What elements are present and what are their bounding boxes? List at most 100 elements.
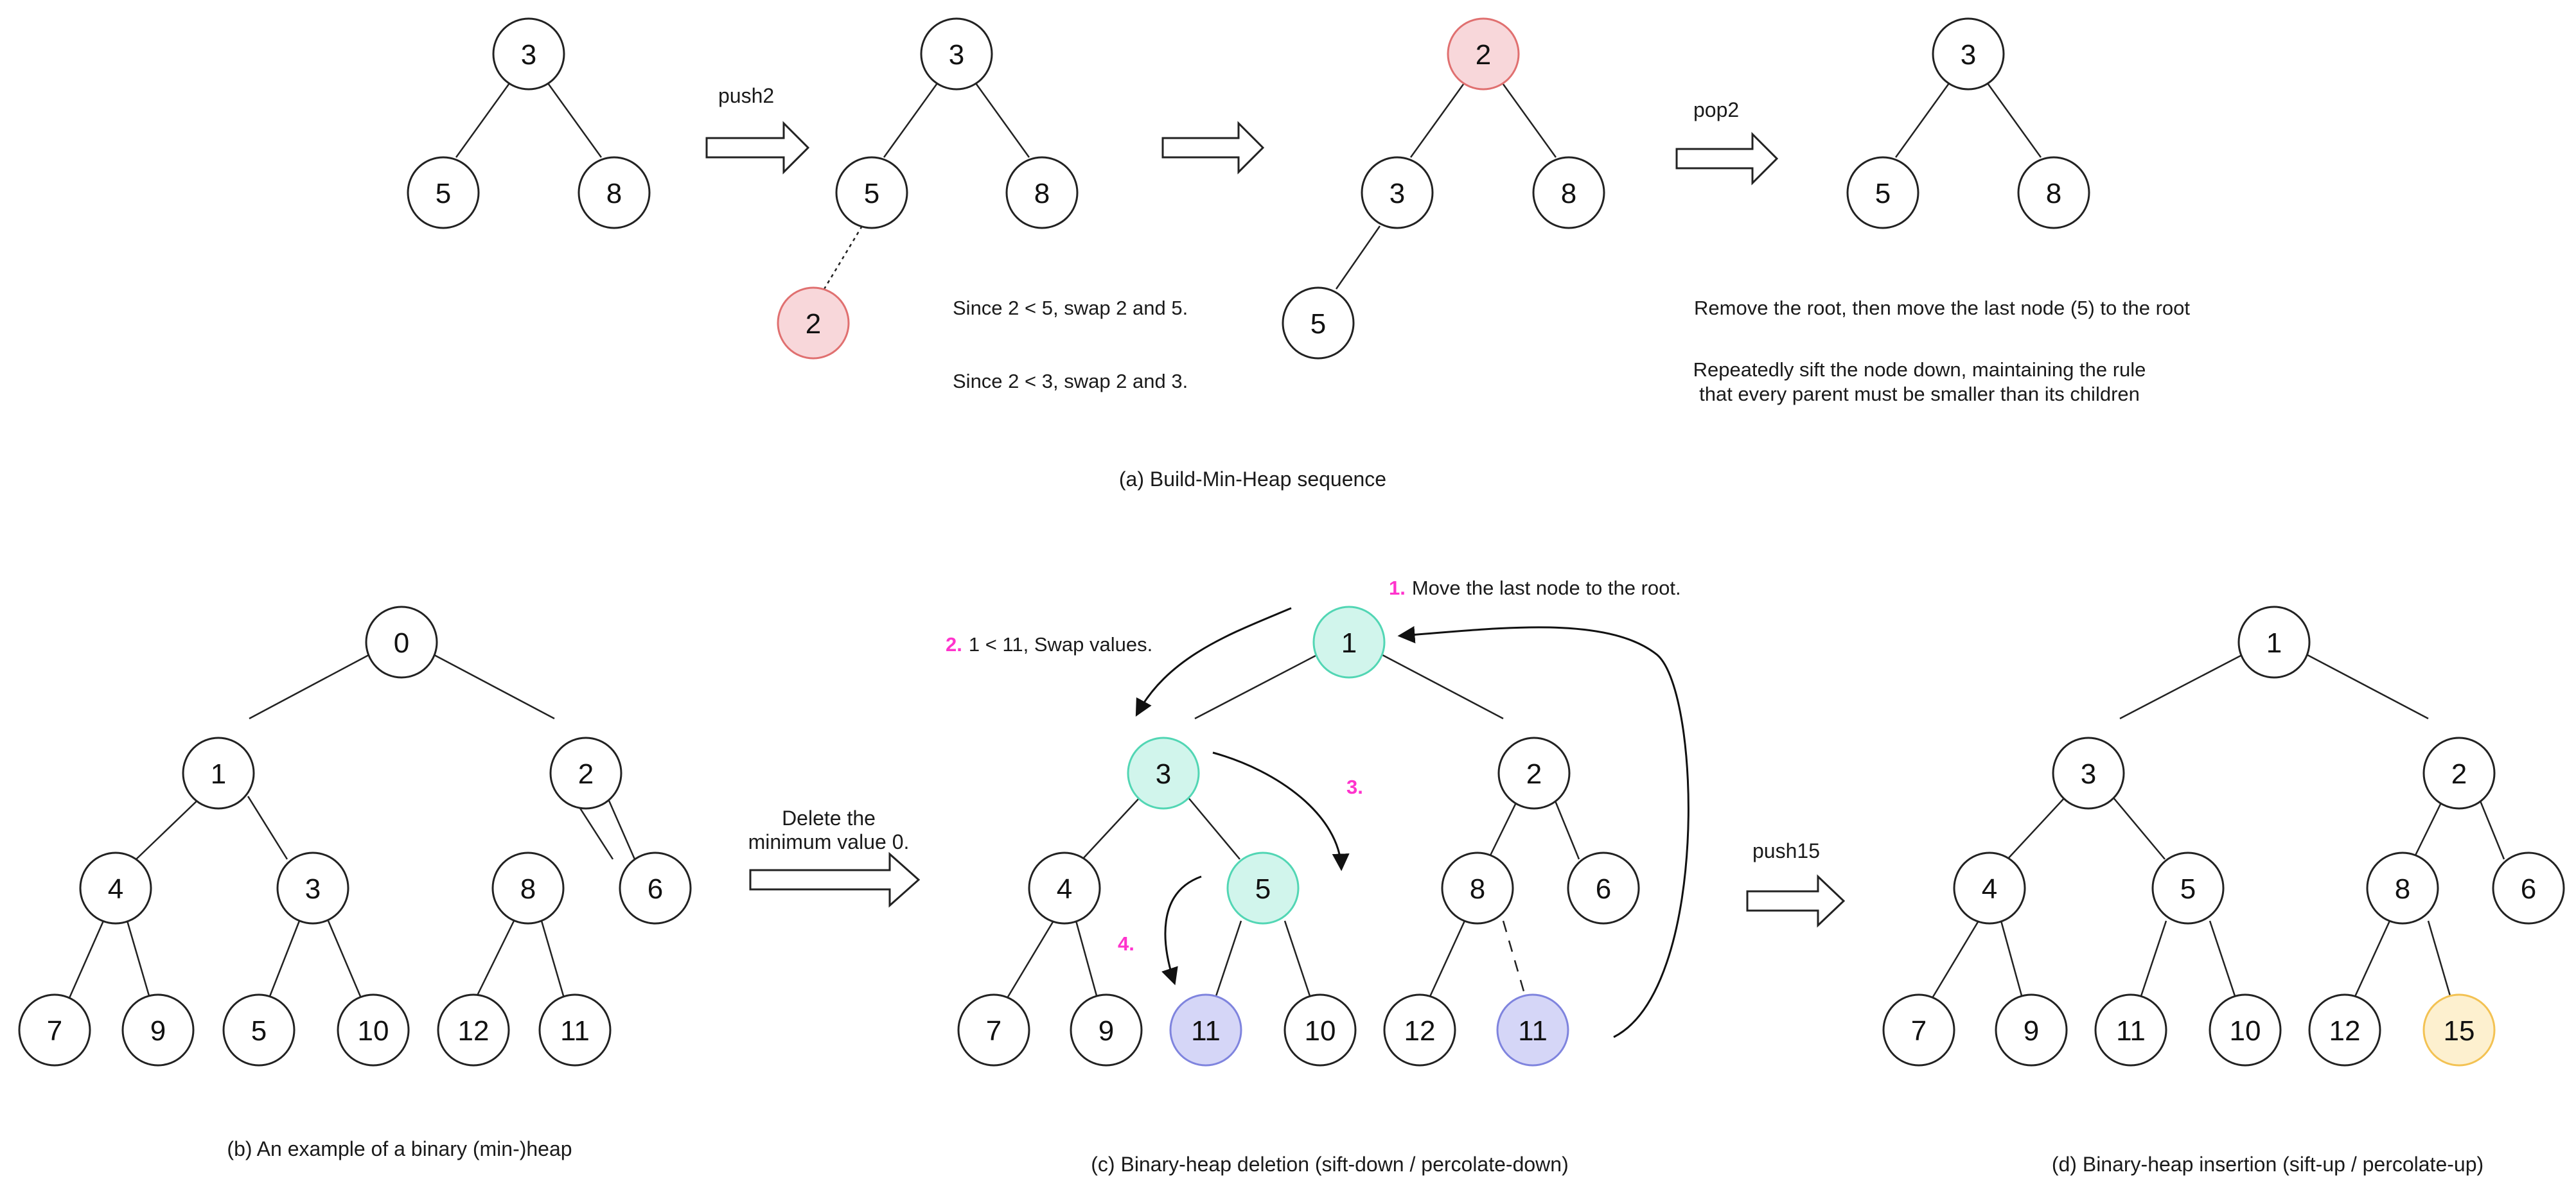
heap-node: 3 xyxy=(1361,156,1434,229)
edge xyxy=(1082,796,1142,860)
edge xyxy=(1075,920,1098,999)
node-value: 3 xyxy=(1961,39,1976,71)
push15-arrow: push15 xyxy=(1746,839,1846,928)
edge xyxy=(1497,76,1557,158)
node-value: 6 xyxy=(2521,873,2536,905)
delete-min-arrow: Delete the minimum value 0. xyxy=(748,807,921,908)
heap-node-highlight: 11 xyxy=(1496,993,1569,1067)
step-1-number: 1. xyxy=(1389,577,1406,599)
step-1-text: Move the last node to the root. xyxy=(1412,577,1681,599)
node-value: 11 xyxy=(1518,1015,1548,1047)
node-value: 15 xyxy=(2444,1015,2475,1047)
step-4-number: 4. xyxy=(1118,932,1134,955)
edge xyxy=(1187,796,1240,860)
heap-node: 8 xyxy=(2366,852,2439,925)
edge xyxy=(2427,920,2452,999)
node-value: 2 xyxy=(2451,758,2467,790)
node-value: 12 xyxy=(1404,1015,1436,1047)
panel-a-tree-1: 3 5 8 xyxy=(407,17,651,229)
heap-node: 7 xyxy=(957,993,1030,1067)
sift-up-arrow xyxy=(1161,121,1265,175)
node-value: 8 xyxy=(1034,178,1050,209)
edge xyxy=(455,76,515,158)
node-value: 10 xyxy=(2230,1015,2261,1047)
node-value: 11 xyxy=(560,1015,590,1047)
heap-node: 4 xyxy=(1028,852,1101,925)
heap-node: 9 xyxy=(1995,993,2068,1067)
step-2-number: 2. xyxy=(946,633,962,656)
heap-node: 3 xyxy=(2052,737,2125,810)
node-value: 3 xyxy=(2081,758,2096,790)
caption-b: (b) An example of a binary (min-)heap xyxy=(227,1137,572,1160)
edge xyxy=(2007,796,2067,860)
node-value: 3 xyxy=(305,873,321,905)
node-value: 9 xyxy=(2024,1015,2039,1047)
heap-node: 12 xyxy=(2308,993,2381,1067)
edge xyxy=(542,76,603,158)
node-value: 3 xyxy=(1389,178,1405,209)
edge xyxy=(1284,920,1312,999)
heap-node-highlight: 11 xyxy=(1169,993,1242,1067)
edge xyxy=(1552,796,1580,860)
edge xyxy=(327,920,362,999)
edge xyxy=(540,920,565,999)
edge xyxy=(1006,920,1055,999)
edge xyxy=(2412,796,2446,860)
heap-node: 5 xyxy=(2151,852,2225,925)
step-3-number: 3. xyxy=(1346,776,1363,798)
heap-node: 5 xyxy=(407,156,480,229)
edge xyxy=(1214,920,1242,999)
heap-node-new: 15 xyxy=(2422,993,2496,1067)
heap-node: 2 xyxy=(2422,737,2496,810)
heap-node: 1 xyxy=(2237,606,2311,679)
heap-node-new: 2 xyxy=(777,286,850,360)
heap-node: 12 xyxy=(437,993,510,1067)
heap-node: 10 xyxy=(2209,993,2282,1067)
heap-node: 3 xyxy=(1932,17,2005,91)
node-value: 2 xyxy=(1476,39,1491,71)
caption-d: (d) Binary-heap insertion (sift-up / per… xyxy=(2052,1153,2483,1176)
node-value: 2 xyxy=(1526,758,1542,790)
step-2-text: 1 < 11, Swap values. xyxy=(969,633,1152,656)
swap-note-1: Since 2 < 5, swap 2 and 5. xyxy=(953,297,1188,319)
edge xyxy=(2209,920,2237,999)
node-value: 1 xyxy=(1341,627,1357,659)
remove-note: Remove the root, then move the last node… xyxy=(1694,297,2190,319)
node-value: 5 xyxy=(1255,873,1271,905)
node-value: 5 xyxy=(864,178,879,209)
arrow-label-line-2: minimum value 0. xyxy=(748,830,910,853)
heap-node: 8 xyxy=(491,852,565,925)
heap-node: 5 xyxy=(222,993,296,1067)
arrow-label: push15 xyxy=(1752,839,1820,862)
node-value: 4 xyxy=(1982,873,1997,905)
node-value: 3 xyxy=(1156,758,1171,790)
edge xyxy=(883,76,943,158)
node-value: 8 xyxy=(2395,873,2410,905)
sift-note-line-1: Repeatedly sift the node down, maintaini… xyxy=(1693,358,2146,381)
edge xyxy=(1428,920,1466,999)
edge xyxy=(970,76,1030,158)
caption-c: (c) Binary-heap deletion (sift-down / pe… xyxy=(1091,1153,1568,1176)
node-value: 0 xyxy=(394,627,409,659)
edge xyxy=(1487,796,1521,860)
step-1-note: 1. Move the last node to the root. xyxy=(1389,577,1681,599)
node-value: 7 xyxy=(1911,1015,1927,1047)
heap-node: 0 xyxy=(365,606,438,679)
node-value: 1 xyxy=(211,758,226,790)
node-value: 1 xyxy=(2266,627,2282,659)
node-value: 5 xyxy=(1875,178,1891,209)
swap-root-arrow xyxy=(1135,607,1292,717)
heap-node: 3 xyxy=(920,17,993,91)
heap-node-highlight: 1 xyxy=(1312,606,1386,679)
edge xyxy=(1931,920,1980,999)
node-value: 8 xyxy=(1561,178,1576,209)
heap-node: 8 xyxy=(1005,156,1079,229)
node-value: 8 xyxy=(2046,178,2061,209)
heap-node: 9 xyxy=(1070,993,1143,1067)
heap-node: 12 xyxy=(1383,993,1456,1067)
heap-node: 4 xyxy=(1953,852,2026,925)
edge xyxy=(2307,654,2429,720)
heap-node: 8 xyxy=(578,156,651,229)
panel-c: 1 3 2 4 5 8 6 7 9 11 10 12 11 1.Move the… xyxy=(946,577,1689,1176)
